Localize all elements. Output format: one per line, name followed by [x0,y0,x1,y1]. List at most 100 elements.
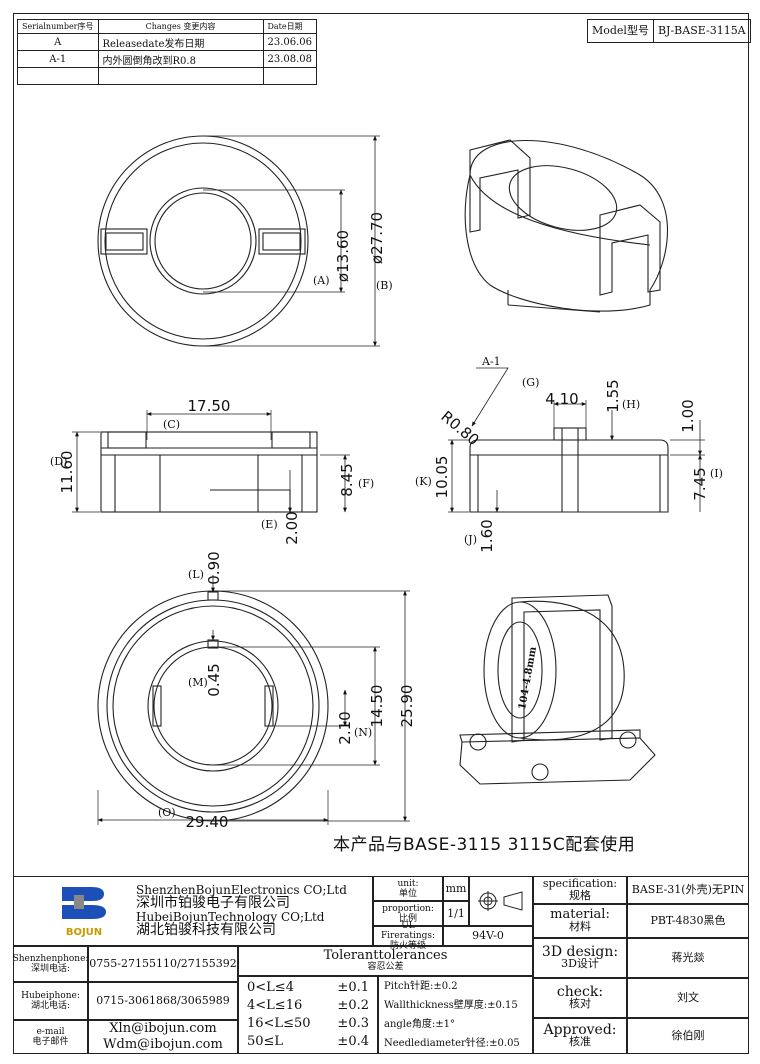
model-label: Model型号 [592,24,649,37]
design-value: 蒋光燚 [627,938,749,978]
spec-label-cell: specification: 规格 [533,876,627,904]
tol-table: 0<L≤4 ±0.1 4<L≤16 ±0.2 16<L≤50±0.3 50≤L ±0.… [238,976,378,1054]
material-cn: 材料 [569,920,591,933]
side-view [72,410,350,513]
needle-tol: Needlediameter针径:±0.05 [384,1038,520,1049]
approved-cn: 核准 [569,1035,591,1048]
pitch-tol: Pitch针距:±0.2 [384,981,458,992]
email-1: Xln@ibojun.com [109,1021,217,1036]
tol-row: 4<L≤16 ±0.2 [247,997,369,1015]
ul-value: 94V-0 [443,926,533,946]
proportion-cn: 比例 [398,913,417,924]
dim-inner: 14.50 [368,685,386,728]
tol-value: ±0.1 [337,980,369,995]
dim-chamfer: R0.80 [437,407,482,449]
hb-phone-cn: 湖北电话: [30,1001,71,1011]
spec-cn: 规格 [569,889,591,902]
check-value: 刘文 [627,978,749,1018]
tol-header-cell: Toleranttolerances 容忍公差 [238,946,533,976]
revision-table: Serialnumber序号 Changes 变更内容 Date日期 A Rel… [17,19,318,85]
bojun-logo-icon: BOJUN [62,887,106,938]
iso-view-top [464,139,668,313]
label-h: (H) [622,398,640,411]
label-o: (O) [158,806,176,819]
wall-tol: Wallthickness壁厚度:±0.15 [384,1000,518,1011]
proportion-label-cell: proportion: 比例 [373,901,443,926]
hb-phone-label-cell: Hubeiphone: 湖北电话: [13,982,88,1020]
check-label-cell: check: 核对 [533,978,627,1018]
tol-row: 50≤L ±0.4 [247,1033,369,1051]
email-2: Wdm@ibojun.com [103,1037,223,1052]
company-en-2: HubeiBojunTechnology CO;Ltd [136,910,325,924]
tol-value: ±0.2 [337,998,369,1013]
email-label-cell: e-mail 电子邮件 [13,1020,88,1054]
title-block: BOJUN ShenzhenBojunElectronics CO;Ltd 深圳… [13,876,749,1054]
dim-foot: 1.60 [478,519,496,552]
dim-outer: 25.90 [398,685,416,728]
label-d: (D) [50,455,67,468]
model-box: Model型号 BJ-BASE-3115A [587,19,751,43]
label-g: (G) [522,376,539,389]
tol-range: 50≤L [247,1034,284,1049]
dim-side-h: 7.45 [691,467,709,500]
dim-outer-dia: ø27.70 [368,212,386,264]
email-label: e-mail [36,1027,65,1037]
sz-phone-cn: 深圳电话: [30,964,71,974]
tol-range: 4<L≤16 [247,998,303,1013]
unit-value: mm [443,876,469,901]
unit-cn: 单位 [398,888,417,899]
iso-label: 104-4.8mm [517,646,539,711]
iso-view-bottom [459,594,656,785]
dim-rim: 0.90 [205,551,223,584]
design-label-cell: 3D design: 3D设计 [533,938,627,978]
dim-width: 29.40 [186,813,229,831]
tol-value: ±0.3 [337,1016,369,1031]
label-a: (A) [313,274,330,287]
logo-text: BOJUN [66,927,102,938]
dim-inner-dia: ø13.60 [334,230,352,282]
projection-symbol-cell [469,876,533,926]
company-en-1: ShenzhenBojunElectronics CO;Ltd [136,883,347,897]
design-label: 3D design: [541,944,619,960]
sz-phone: 0755-27155110/27155392 [88,946,238,982]
proportion-label: proportion: [382,903,434,914]
tol-range: 0<L≤4 [247,980,294,995]
material-value: PBT-4830黑色 [627,904,749,938]
bottom-view [97,575,410,825]
ul-label: UL Fireratings: [380,921,436,941]
dim-slot-w: 4.10 [545,390,578,408]
tol-title: Toleranttolerances [323,948,448,963]
dim-side-width: 17.50 [188,397,231,415]
top-view [97,135,380,347]
label-n: (N) [354,726,372,739]
usage-note: 本产品与BASE-3115 3115C配套使用 [333,835,636,855]
model-value: BJ-BASE-3115A [652,20,750,42]
approved-label-cell: Approved: 核准 [533,1018,627,1054]
unit-label-cell: unit: 单位 [373,876,443,901]
sz-phone-label-cell: Shenzhenphone: 深圳电话: [13,946,88,982]
dim-tab: 2.10 [336,711,354,744]
spec-tol-cell: Pitch针距:±0.2 Wallthickness壁厚度:±0.15 angl… [378,976,533,1054]
material-label-cell: material: 材料 [533,904,627,938]
projection-icon [478,891,523,911]
label-rev: A-1 [481,355,501,368]
spec-label: specification: [542,877,618,890]
dim-side-inner-h: 8.45 [338,463,356,496]
label-b: (B) [376,279,393,292]
tol-cn: 容忍公差 [367,962,404,972]
tol-row: 16<L≤50±0.3 [247,1015,369,1033]
label-f: (F) [358,477,374,490]
email-cell: Xln@ibojun.com Wdm@ibojun.com [88,1020,238,1054]
hb-phone: 0715-3061868/3065989 [88,982,238,1020]
label-k: (K) [415,475,432,488]
label-m: (M) [188,676,208,689]
ul-label-cell: UL Fireratings: 防火等级 [373,921,443,951]
company-cn-1: 深圳市铂骏电子有限公司 [136,895,290,911]
rev-row-empty [97,67,264,85]
hb-phone-label: Hubeiphone: [21,991,80,1001]
approved-label: Approved: [543,1022,617,1038]
dim-top-t: 1.00 [679,399,697,432]
dim-total-h: 10.05 [433,456,451,499]
label-i: (I) [710,467,723,480]
tol-value: ±0.4 [337,1034,369,1049]
